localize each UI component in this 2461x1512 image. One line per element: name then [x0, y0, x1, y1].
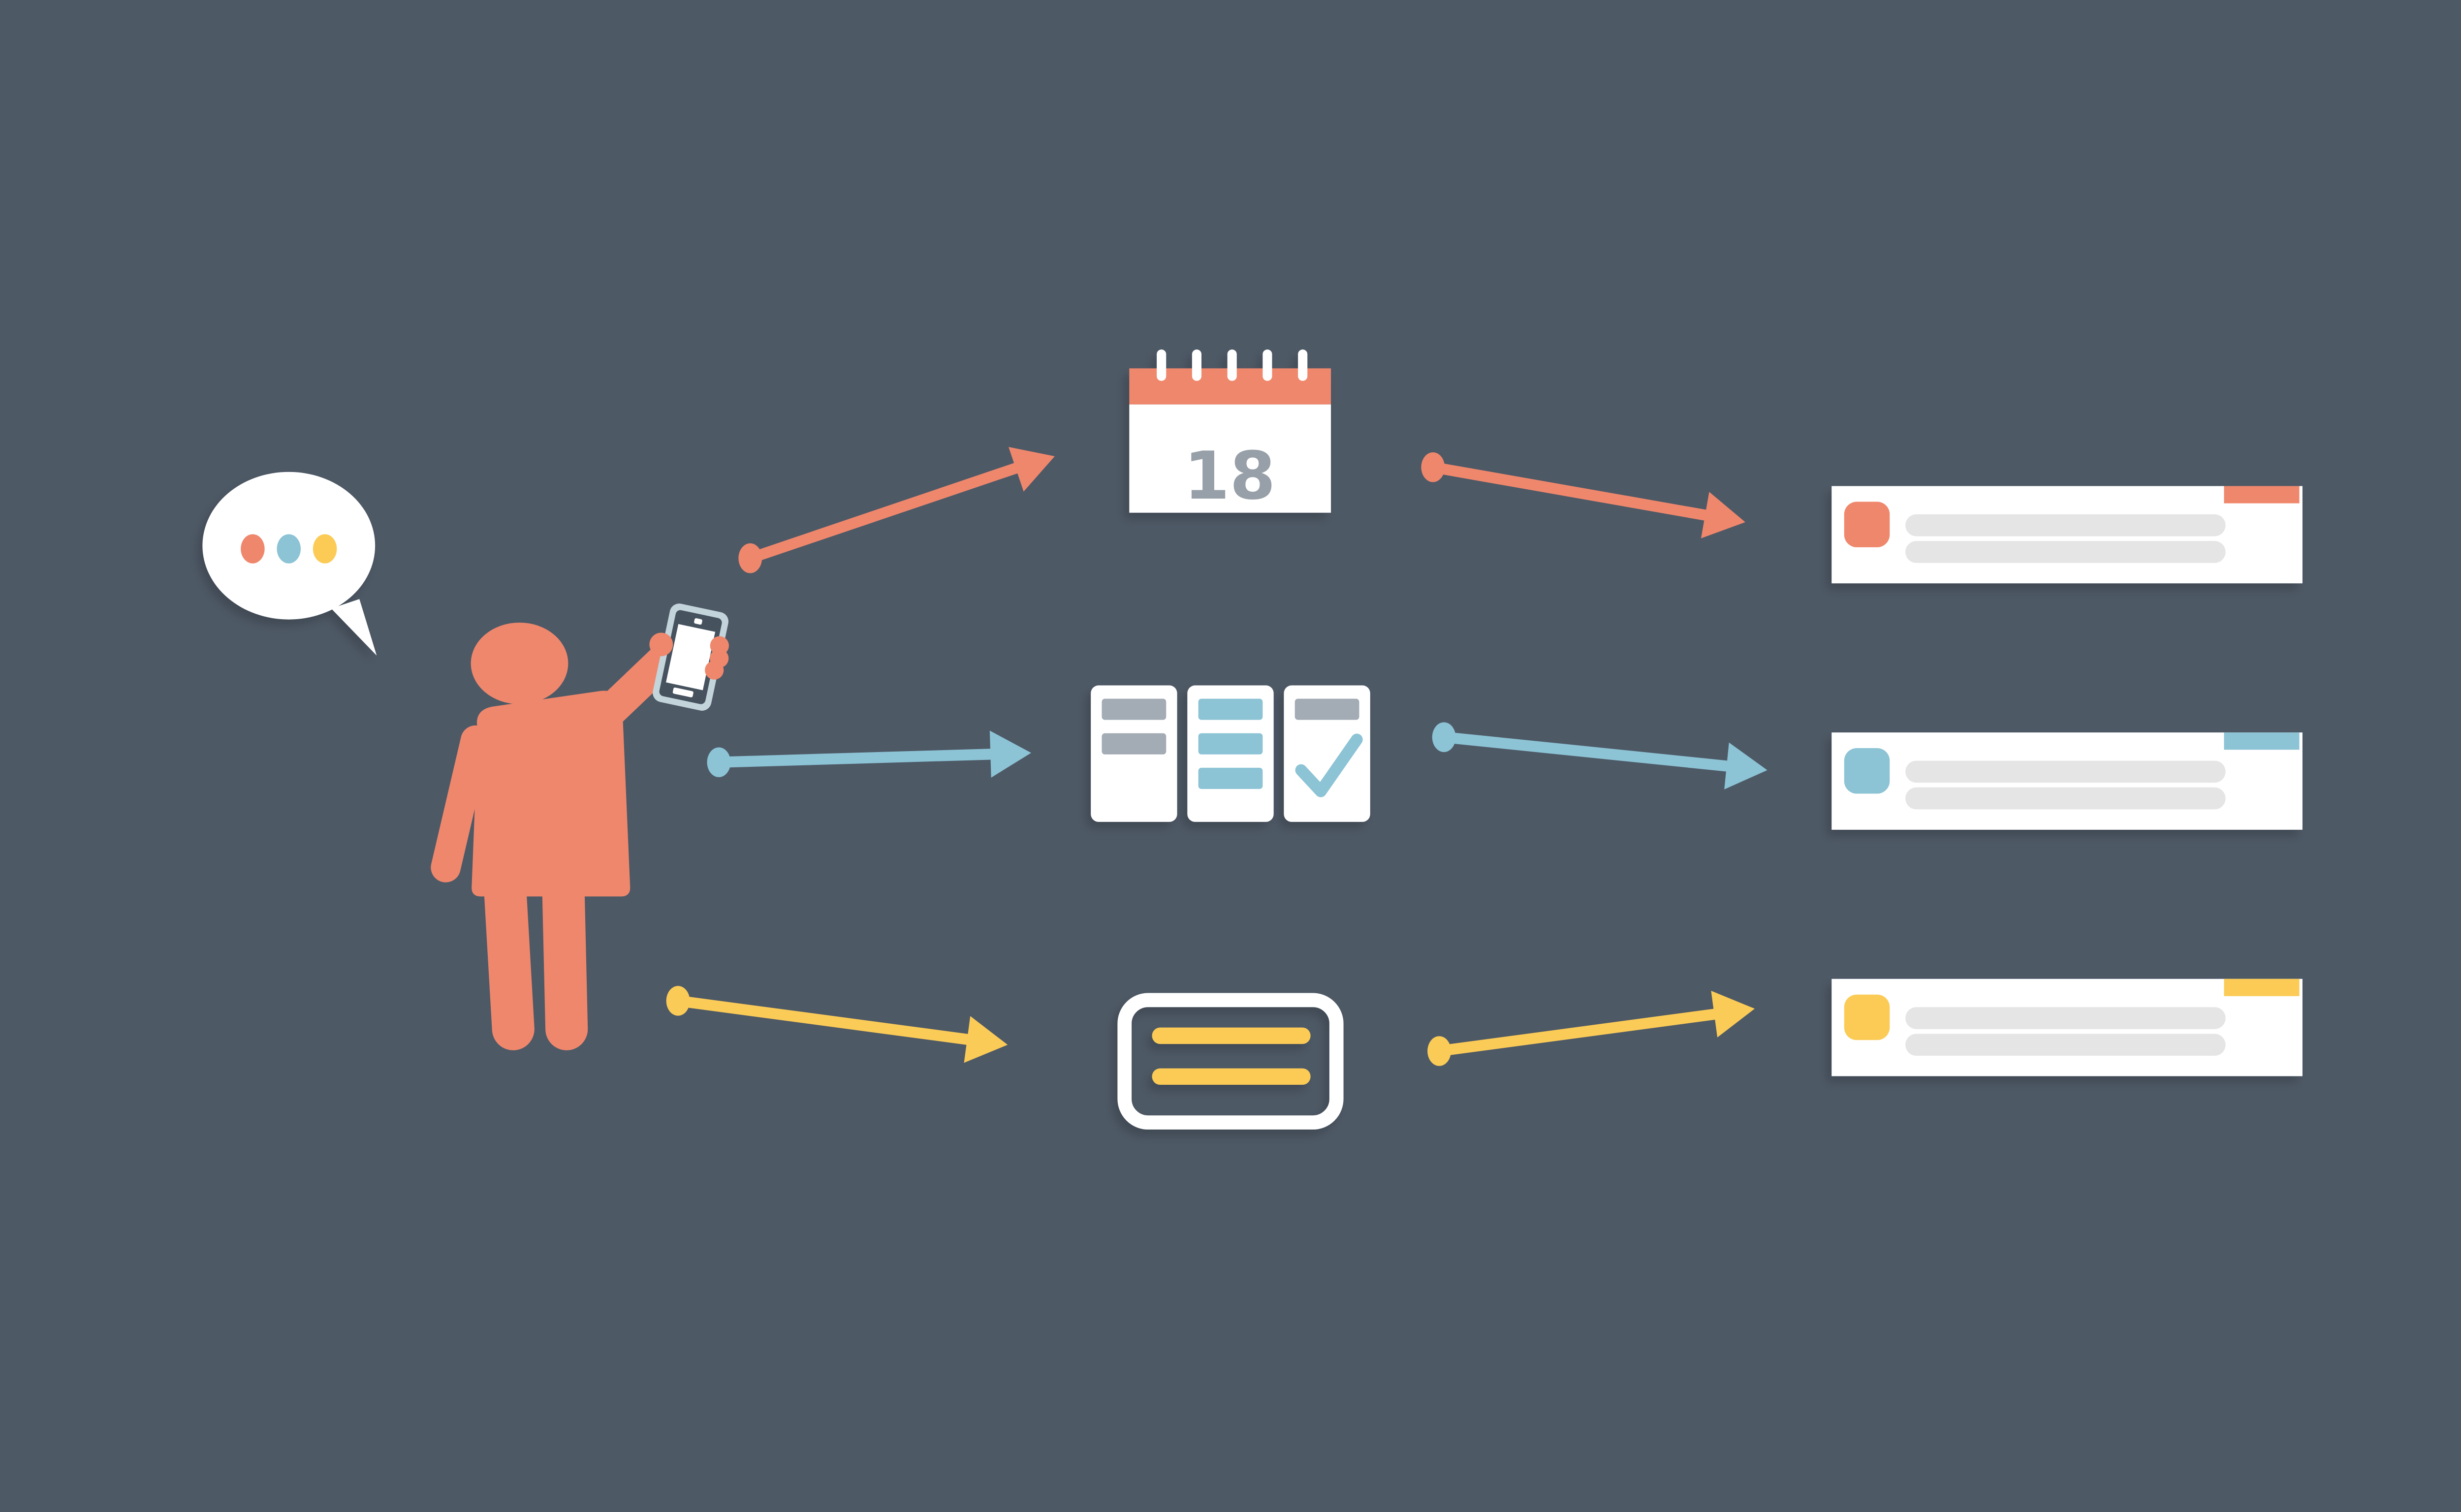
phone-speaker — [694, 618, 702, 625]
notification-card-3 — [1831, 978, 2303, 1076]
typing-dot-icon — [241, 534, 265, 564]
arrow-start-dot — [1421, 452, 1445, 482]
message-box-border — [1117, 993, 1344, 1130]
task-board-column-todo — [1091, 685, 1177, 822]
arrow-calendar-to-notification-1 — [1421, 452, 1745, 538]
arrowhead-icon — [1009, 447, 1055, 492]
typing-dot-icon — [277, 534, 301, 564]
task-board-column-doing — [1187, 685, 1274, 822]
arrowhead-icon — [989, 730, 1032, 778]
arrowhead-icon — [1711, 991, 1755, 1038]
arrow-person-to-calendar — [738, 447, 1055, 573]
text-placeholder-line — [1905, 1007, 2226, 1029]
phone-home-button — [672, 687, 694, 697]
task-bar — [1198, 767, 1263, 789]
arrow-person-to-task-board — [707, 730, 1032, 778]
notification-card-1 — [1831, 486, 2303, 584]
task-bar — [1102, 698, 1167, 720]
speech-bubble-tail — [331, 599, 377, 656]
calendar-day-number: 18 — [1184, 438, 1275, 514]
text-placeholder-line — [1905, 541, 2226, 563]
task-board-column-done — [1284, 685, 1370, 822]
arrow-shaft — [719, 749, 994, 768]
arrow-start-dot — [1432, 722, 1456, 753]
person-figure — [431, 603, 729, 1050]
calendar-peg — [1262, 349, 1272, 381]
person-left-leg — [484, 873, 535, 1050]
avatar — [1844, 502, 1890, 547]
person-torso — [472, 691, 631, 897]
message-line — [1152, 1027, 1311, 1044]
arrow-task-board-to-notification-2 — [1432, 722, 1767, 789]
typing-dot-icon — [313, 534, 337, 564]
person-finger — [705, 661, 724, 680]
task-bar — [1198, 698, 1263, 720]
arrow-shaft — [748, 462, 1021, 564]
arrow-message-box-to-notification-3 — [1427, 991, 1755, 1066]
phone-screen — [666, 624, 716, 691]
task-bar — [1294, 698, 1359, 720]
task-bar — [1198, 733, 1263, 755]
calendar-icon: 18 — [1129, 349, 1331, 514]
arrow-shaft — [677, 995, 971, 1045]
message-box-icon — [1117, 993, 1344, 1130]
checkmark-icon — [1295, 733, 1363, 797]
arrow-shaft — [1443, 731, 1731, 772]
calendar-body — [1129, 404, 1331, 513]
person-left-arm — [431, 725, 491, 882]
avatar — [1844, 994, 1890, 1040]
text-placeholder-line — [1905, 787, 2226, 810]
avatar — [1844, 748, 1890, 794]
calendar-peg — [1227, 349, 1237, 381]
person-thumb — [649, 632, 673, 657]
card-accent-tab — [2224, 486, 2300, 504]
speech-bubble — [202, 472, 377, 656]
arrowhead-icon — [1701, 492, 1745, 538]
person-right-leg — [542, 873, 588, 1050]
person-head — [471, 622, 568, 704]
notification-card-2 — [1831, 732, 2303, 830]
text-placeholder-line — [1905, 760, 2226, 783]
calendar-peg — [1298, 349, 1308, 381]
arrowhead-icon — [1724, 742, 1767, 789]
arrow-shaft — [1432, 462, 1709, 521]
text-placeholder-line — [1905, 514, 2226, 536]
task-board-icon — [1091, 685, 1370, 822]
arrow-shaft — [1438, 1008, 1718, 1057]
message-line — [1152, 1068, 1311, 1085]
arrowhead-icon — [964, 1016, 1008, 1063]
calendar-peg — [1157, 349, 1167, 381]
calendar-peg — [1192, 349, 1202, 381]
smartphone-icon — [649, 603, 729, 711]
card-accent-tab — [2224, 978, 2300, 996]
card-accent-tab — [2224, 732, 2300, 750]
text-placeholder-line — [1905, 1034, 2226, 1056]
task-bar — [1102, 733, 1167, 755]
arrow-person-to-message-box — [666, 986, 1008, 1063]
